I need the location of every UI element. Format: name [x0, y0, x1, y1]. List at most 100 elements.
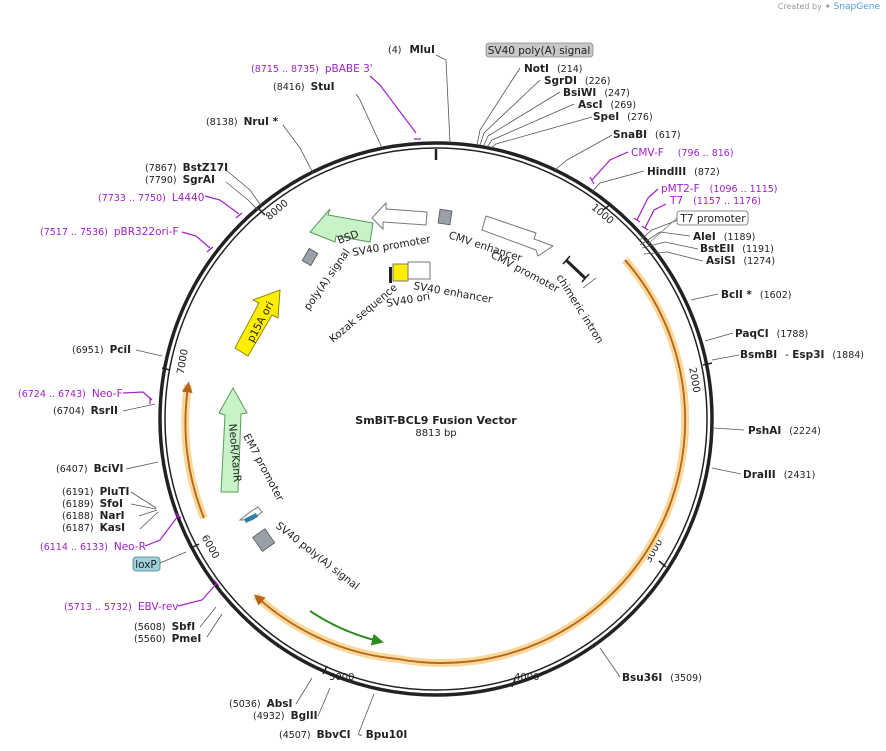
neor-kanr-label: NeoR/KanR	[226, 423, 243, 482]
primer-t7: T7(1157 .. 1176)	[669, 195, 761, 207]
site-sfoi: (6189)SfoI	[62, 498, 123, 510]
site-bbvci: (4507)BbvCI- Bpu10I	[279, 729, 407, 741]
primer-pbr322ori: (7517 .. 7536)pBR322ori-F	[40, 226, 179, 238]
sv40-polya-inner-label: SV40 poly(A) signal	[273, 520, 361, 593]
plasmid-name: SmBiT-BCL9 Fusion Vector	[355, 414, 517, 427]
primer-neor-marker	[144, 512, 182, 547]
primer-neof-marker	[122, 391, 153, 404]
snapgene-credit: Created by ✦ SnapGene	[778, 2, 880, 12]
tick-label-2000: 2000	[686, 367, 701, 394]
kozak-label: Kozak sequence	[327, 282, 400, 346]
polya-signal-block	[301, 247, 319, 267]
site-pluti: (6191)PluTI	[62, 486, 129, 498]
site-rsrii: (6704)RsrII	[53, 405, 118, 417]
primer-neof: (6724 .. 6743)Neo-F	[18, 388, 123, 400]
site-snabi: SnaBI(617)	[613, 129, 681, 141]
site-asisi: AsiSI(1274)	[706, 255, 775, 267]
site-bsiwi: BsiWI(247)	[563, 87, 630, 99]
site-sgrdi: SgrDI(226)	[544, 75, 610, 87]
orf-arc-bottom	[253, 593, 399, 663]
loxp-box	[132, 556, 161, 572]
site-noti: NotI(214)	[524, 63, 582, 75]
site-bsu36i: Bsu36I(3509)	[622, 672, 702, 684]
t7-promoter-label: T7 promoter	[679, 213, 746, 225]
tick-label-7000: 7000	[176, 348, 191, 375]
site-bglii: (4932)BglII	[253, 710, 318, 722]
cmv-enhancer-arrow	[481, 215, 555, 257]
site-nrui: (8138)NruI *	[206, 116, 279, 128]
sv40-polya-top-label: SV40 poly(A) signal	[488, 45, 591, 57]
p15a-ori-arrow	[234, 289, 281, 357]
primer-pmt2f-marker	[633, 188, 659, 223]
site-draiii: DraIII(2431)	[743, 469, 815, 481]
site-sbfi: (5608)SbfI	[134, 621, 195, 633]
primer-cmvf: CMV-F(796 .. 816)	[631, 147, 734, 159]
site-bstz17i: (7867)BstZ17I	[145, 162, 228, 174]
primer-pbabe3: (8715 .. 8735)pBABE 3'	[251, 63, 373, 75]
loxp-label: loxP	[135, 559, 157, 571]
inner-feature-labels: CMV enhancer CMV promoter chimeric intro…	[226, 228, 606, 592]
chimeric-intron-bar	[564, 258, 587, 280]
credit-text: Created by	[777, 2, 822, 11]
primer-pbr322ori-marker	[181, 231, 214, 253]
kozak-block	[389, 267, 392, 283]
sv40-enhancer-block	[407, 261, 431, 280]
site-pshai: PshAI(2224)	[748, 425, 821, 437]
primer-l4440-marker	[204, 195, 243, 219]
site-spei: SpeI(276)	[593, 111, 653, 123]
primer-pmt2f: pMT2-F(1096 .. 1115)	[661, 183, 778, 195]
sv40-polya-top-block	[437, 208, 453, 226]
site-bsteii: BstEII(1191)	[700, 243, 774, 255]
neor-kanr-arrow	[218, 386, 248, 493]
site-alei: AleI(1189)	[693, 231, 755, 243]
primer-ebvrev: (5713 .. 5732)EBV-rev	[64, 601, 179, 613]
em7-promoter-label: EM7 promoter	[240, 432, 286, 504]
site-leader-lines	[122, 54, 745, 736]
plasmid-size: 8813 bp	[415, 428, 456, 439]
primer-t7-marker	[641, 203, 667, 231]
credit-brand: SnapGene	[833, 2, 880, 12]
site-hindiii: HindIII(872)	[647, 166, 720, 178]
site-absi: (5036)AbsI	[229, 698, 292, 710]
site-kasi: (6187)KasI	[62, 522, 125, 534]
site-stui: (8416)StuI	[273, 81, 335, 93]
boxed-labels: SV40 poly(A) signal T7 promoter loxP	[132, 42, 749, 572]
sv40-promoter-arrow	[371, 201, 428, 231]
backbone	[158, 141, 714, 697]
primer-cmvf-marker	[589, 151, 629, 185]
sv40-ori-block	[392, 263, 409, 282]
orf-arc-left	[181, 384, 208, 520]
sv40-polya-inner-block	[252, 528, 276, 552]
site-bcivi: (6407)BciVI	[56, 463, 123, 475]
chimeric-intron-label: chimeric intron	[553, 272, 605, 346]
primer-neor: (6114 .. 6133)Neo-R	[40, 541, 146, 553]
chimeric-intron-arrow-small	[582, 277, 597, 289]
site-pmei: (5560)PmeI	[134, 633, 201, 645]
primer-labels: (8715 .. 8735)pBABE 3' (7733 .. 7750)L44…	[18, 63, 778, 613]
site-asci: AscI(269)	[578, 99, 636, 111]
site-sgrai: (7790)SgrAI	[145, 174, 215, 186]
site-bcli: BclI *(1602)	[721, 289, 791, 301]
site-bsmbi: BsmBI- Esp3I(1884)	[740, 349, 864, 361]
site-nari: (6188)NarI	[62, 510, 125, 522]
scale-ticks	[161, 149, 713, 688]
orf-arcs	[181, 257, 690, 667]
cmv-promoter-label: CMV promoter	[489, 249, 562, 295]
site-paqci: PaqCI(1788)	[735, 328, 808, 340]
tick-label-5000: 5000	[329, 672, 354, 683]
site-pcii: (6951)PciI	[72, 344, 131, 356]
inner-features	[218, 201, 597, 552]
snapgene-logo-icon: ✦	[824, 2, 832, 11]
bsd-arrow	[309, 208, 374, 243]
primer-pbabe3-marker	[369, 75, 421, 140]
tick-label-4000: 4000	[514, 672, 539, 683]
site-mlui: (4)MluI	[388, 44, 435, 56]
primer-markers	[122, 75, 667, 607]
sv40-polya-top-box	[485, 42, 594, 58]
blue-arrow	[244, 513, 258, 523]
primer-l4440: (7733 .. 7750)L4440	[98, 192, 204, 204]
site-labels: (4)MluI (8416)StuI (8138)NruI * (7867)Bs…	[53, 44, 864, 741]
green-arrow	[309, 610, 384, 646]
primer-ebvrev-marker	[177, 579, 220, 607]
